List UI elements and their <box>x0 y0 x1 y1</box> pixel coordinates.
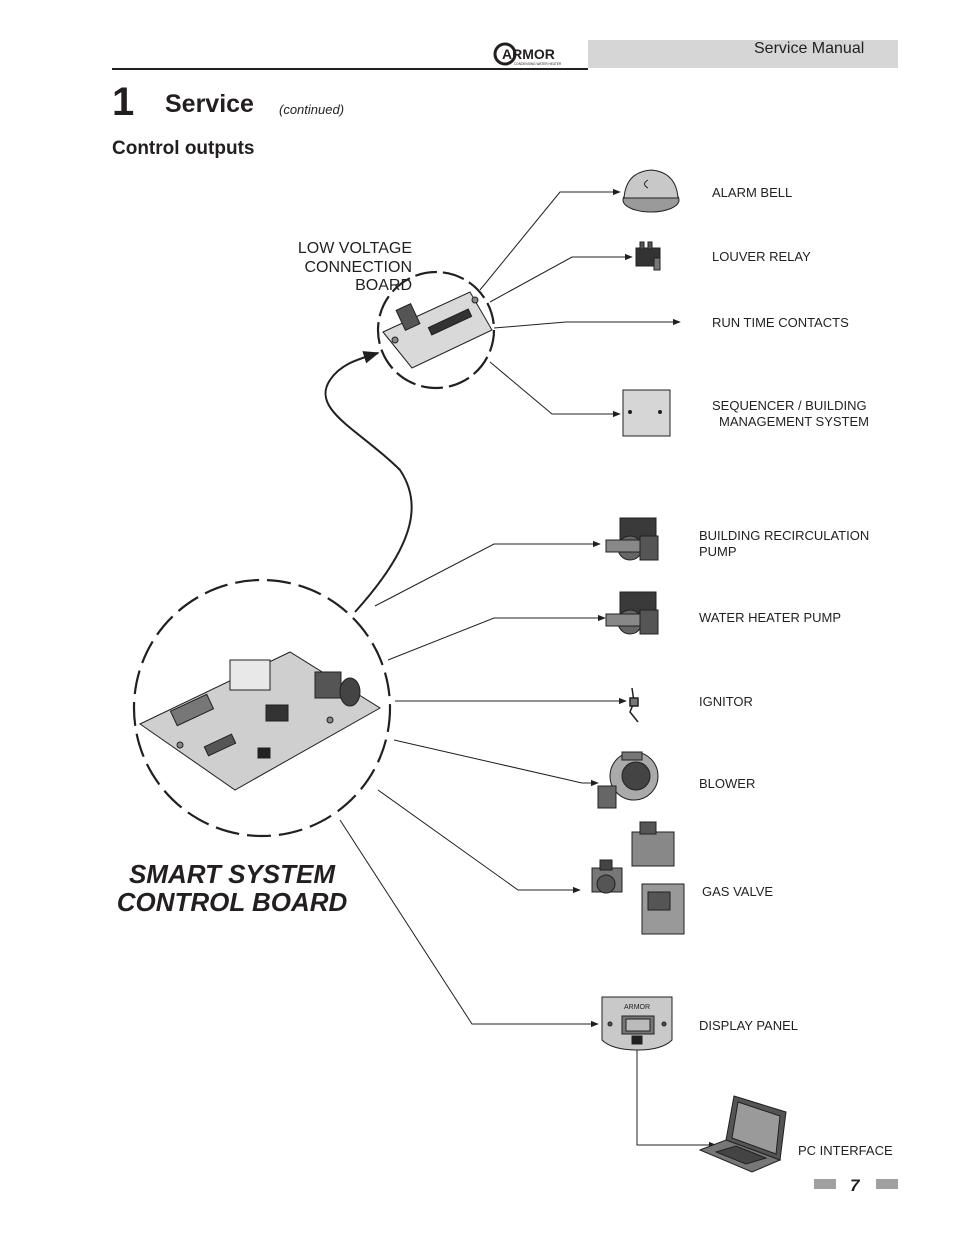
line-run-time <box>493 318 681 329</box>
label-gas-valve: GAS VALVE <box>702 884 774 899</box>
header-bar <box>588 40 898 68</box>
low-voltage-board-label: LOW VOLTAGE CONNECTION BOARD <box>297 240 412 294</box>
armor-logo: ARMOR CONDENSING WATER HEATER <box>493 42 562 66</box>
low-voltage-board-icon <box>382 291 493 369</box>
smart-board-callout <box>132 578 392 838</box>
label-blower: BLOWER <box>699 776 756 791</box>
louver-relay-icon <box>635 241 661 271</box>
page-number: 7 <box>850 1176 860 1195</box>
label-recirc-pump: BUILDING RECIRCULATION PUMP <box>699 528 870 559</box>
blower-icon <box>597 751 659 809</box>
subsection-title: Control outputs <box>112 138 255 159</box>
line-pc <box>636 1050 717 1149</box>
label-run-time-contacts: RUN TIME CONTACTS <box>712 315 849 330</box>
logo-subtext: CONDENSING WATER HEATER <box>514 62 562 66</box>
display-panel-icon: ARMOR <box>601 996 673 1051</box>
label-display-panel: DISPLAY PANEL <box>699 1018 798 1033</box>
line-recirc-pump <box>374 540 601 607</box>
line-wh-pump <box>387 614 606 661</box>
label-water-heater-pump: WATER HEATER PUMP <box>699 610 842 625</box>
page-marker-right <box>876 1179 898 1189</box>
line-sequencer <box>489 361 621 418</box>
line-blower <box>393 739 599 787</box>
sequencer-box-icon <box>622 389 671 437</box>
ignitor-icon <box>629 687 639 723</box>
manual-title: Service Manual <box>754 40 865 57</box>
recirc-pump-icon <box>605 517 659 561</box>
section-title: Service <box>165 90 254 118</box>
section-continued: (continued) <box>279 102 345 117</box>
line-alarm-bell <box>479 188 621 291</box>
line-display-panel <box>339 819 599 1028</box>
label-alarm-bell: ALARM BELL <box>712 185 793 200</box>
smart-control-board-icon <box>139 651 381 791</box>
label-ignitor: IGNITOR <box>699 694 753 709</box>
label-louver-relay: LOUVER RELAY <box>712 249 811 264</box>
logo-text: ARMOR <box>502 46 555 62</box>
low-voltage-board-callout <box>376 270 496 390</box>
svg-text:ARMOR: ARMOR <box>624 1004 650 1011</box>
label-pc-interface: PC INTERFACE <box>798 1143 893 1158</box>
water-heater-pump-icon <box>605 591 659 635</box>
line-louver-relay <box>489 253 633 303</box>
gas-valve-icon <box>591 821 685 935</box>
section-number: 1 <box>112 80 135 124</box>
smart-board-label: SMART SYSTEM CONTROL BOARD <box>116 859 348 917</box>
page-marker-left <box>814 1179 836 1189</box>
alarm-bell-icon <box>622 169 680 213</box>
line-gas-valve <box>377 789 581 894</box>
laptop-icon <box>698 1095 787 1173</box>
board-cable <box>324 351 413 613</box>
label-sequencer: SEQUENCER / BUILDING MANAGEMENT SYSTEM <box>712 398 870 429</box>
header-rule <box>112 68 588 70</box>
